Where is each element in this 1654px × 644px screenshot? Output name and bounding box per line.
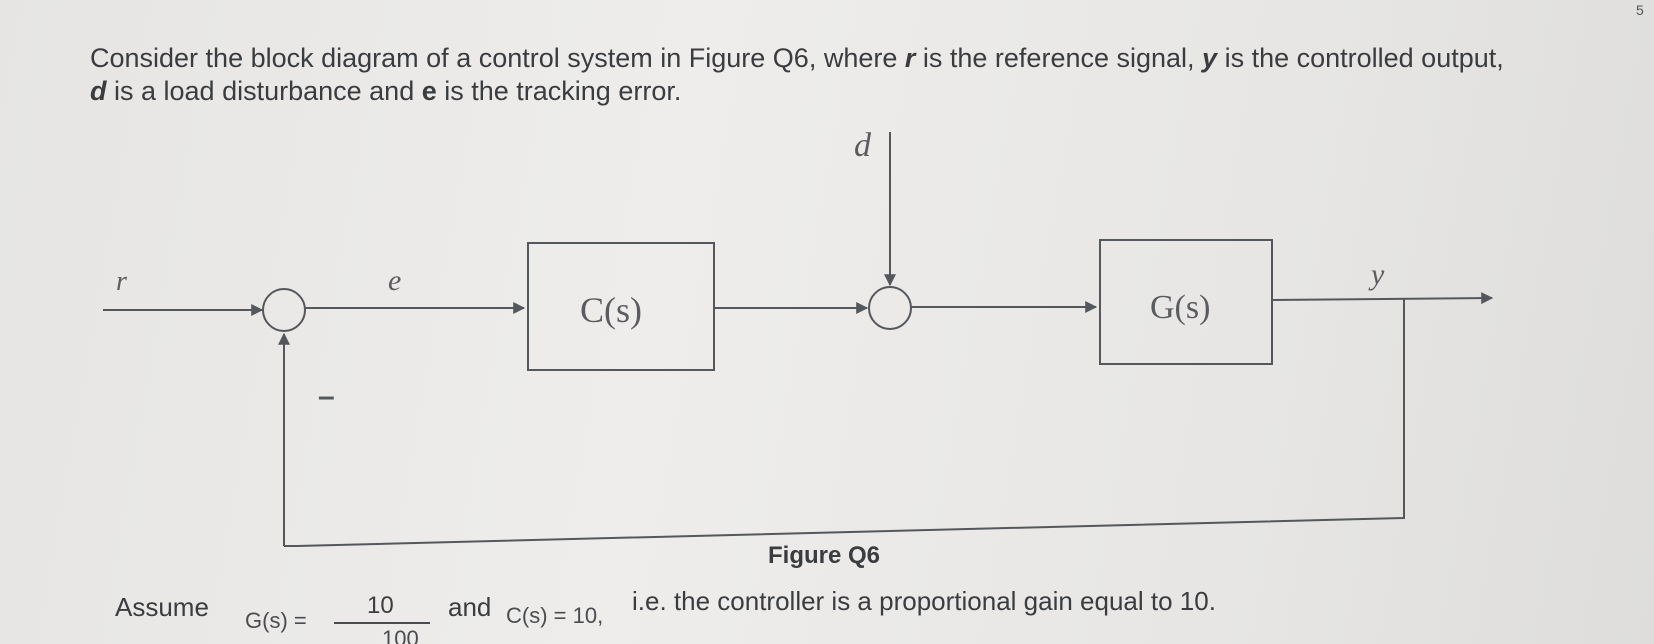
summing-junction-disturbance <box>868 286 912 330</box>
signal-y-label: y <box>1368 258 1385 291</box>
controller-explanation: i.e. the controller is a proportional ga… <box>632 586 1216 616</box>
assume-label: Assume <box>115 592 209 622</box>
and-text: and <box>448 592 492 622</box>
figure-caption: Figure Q6 <box>768 542 881 569</box>
plant-label: G(s) <box>1150 289 1210 326</box>
problem-statement: Consider the block diagram of a control … <box>90 42 1510 108</box>
intro-r: r <box>904 43 916 73</box>
intro-part5: is the tracking error. <box>436 76 682 106</box>
signal-r-label: r <box>116 266 127 297</box>
page-number: 5 <box>1636 2 1644 18</box>
intro-part1: Consider the block diagram of a control … <box>90 43 905 73</box>
controller-label: C(s) <box>580 290 642 330</box>
plant-block <box>1099 239 1273 365</box>
feedback-path <box>284 299 1405 547</box>
cs-expression: C(s) = 10, <box>506 603 604 628</box>
intro-part2: is the reference signal, <box>915 43 1203 73</box>
intro-d: d <box>90 76 107 106</box>
signal-d-label: d <box>854 127 872 164</box>
gs-numerator: 10 <box>367 592 394 619</box>
controller-block <box>527 242 715 371</box>
signal-e-label: e <box>388 264 401 297</box>
gs-denominator: 100 <box>382 626 419 644</box>
intro-y: y <box>1202 43 1218 73</box>
gs-lhs: G(s) = <box>245 608 307 633</box>
intro-part3: is the controlled output, <box>1217 43 1504 73</box>
summing-junction-error <box>262 288 306 332</box>
fraction-bar <box>334 622 430 624</box>
minus-sign: – <box>318 380 335 413</box>
output-line <box>1271 292 1494 305</box>
intro-e: e <box>421 76 437 106</box>
intro-part4: is a load disturbance and <box>106 76 422 106</box>
